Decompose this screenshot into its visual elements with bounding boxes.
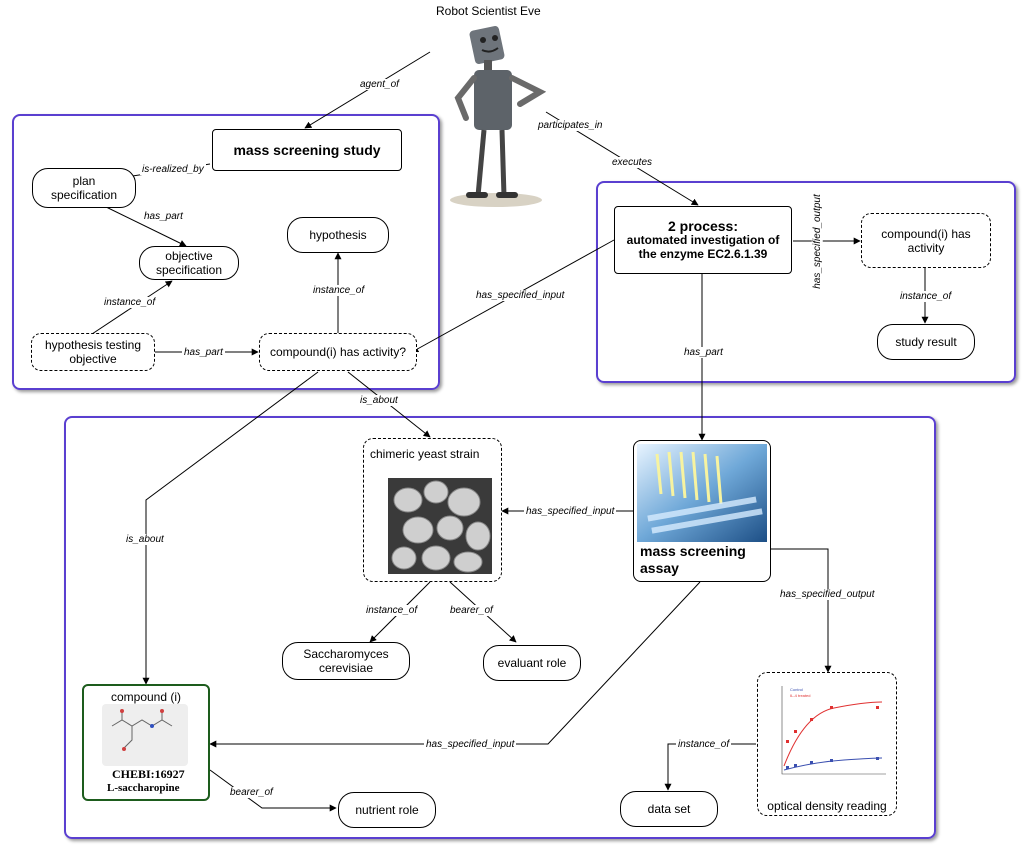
label-is-about-1: is_about bbox=[358, 395, 400, 406]
compound-has-activity-node[interactable]: compound(i) has activity bbox=[861, 213, 991, 268]
chebi-id: CHEBI:16927 bbox=[112, 767, 185, 781]
legend-treated: IL-4 treated bbox=[790, 693, 810, 698]
hypothesis-testing-objective-node[interactable]: hypothesis testing objective bbox=[31, 333, 155, 371]
compound-activity-question-node[interactable]: compound(i) has activity? bbox=[259, 333, 417, 371]
objective-specification-node[interactable]: objective specification bbox=[139, 246, 239, 280]
label-instance-of-2: instance_of bbox=[311, 285, 367, 296]
label-participates-in: participates_in bbox=[536, 120, 605, 131]
label-executes: executes bbox=[610, 157, 655, 168]
process-node[interactable]: 2 process: automated investigation of th… bbox=[614, 206, 792, 274]
chemical-structure-image bbox=[102, 704, 188, 766]
edge-is-about-compound bbox=[142, 371, 319, 685]
label-instance-of-1: instance_of bbox=[102, 297, 158, 308]
process-region bbox=[596, 181, 1016, 383]
label-instance-of-3: instance_of bbox=[898, 291, 954, 302]
saccharomyces-node[interactable]: Saccharomyces cerevisiae bbox=[282, 642, 410, 680]
od-chart-image: Control IL-4 treated bbox=[781, 686, 886, 775]
plan-specification-node[interactable]: plan specification bbox=[32, 168, 136, 208]
hypothesis-node[interactable]: hypothesis bbox=[287, 217, 389, 253]
label-has-specified-output-2: has_specified_output bbox=[778, 589, 877, 600]
edge-has-part-plan bbox=[99, 203, 187, 247]
label-instance-of-4: instance_of bbox=[364, 605, 420, 616]
label-has-specified-output-1: has_specified_output bbox=[811, 192, 823, 291]
assay-lab-image bbox=[637, 444, 767, 542]
study-result-node[interactable]: study result bbox=[877, 324, 975, 360]
study-region bbox=[12, 114, 440, 390]
chebi-name: L-saccharopine bbox=[107, 782, 180, 794]
label-has-part-2: has_part bbox=[182, 347, 225, 358]
optical-density-reading-node[interactable]: optical density reading bbox=[757, 672, 897, 816]
robot-title: Robot Scientist Eve bbox=[436, 4, 541, 18]
evaluant-role-node[interactable]: evaluant role bbox=[483, 645, 581, 681]
label-is-realized-by: is-realized_by bbox=[140, 164, 206, 175]
edge-agent-of bbox=[304, 51, 431, 129]
label-has-part-3: has_part bbox=[682, 347, 725, 358]
robot-icon bbox=[450, 25, 546, 207]
label-agent-of: agent_of bbox=[358, 79, 401, 90]
label-has-part-1: has_part bbox=[142, 211, 185, 222]
yeast-micrograph-image bbox=[388, 478, 492, 574]
label-has-specified-input-3: has_specified_input bbox=[424, 739, 517, 750]
label-instance-of-5: instance_of bbox=[676, 739, 732, 750]
nutrient-role-node[interactable]: nutrient role bbox=[338, 792, 436, 828]
assay-region bbox=[64, 416, 936, 839]
edge-instance-of-data-set bbox=[664, 743, 756, 791]
legend-control: Control bbox=[790, 687, 803, 692]
label-has-specified-input-2: has_specified_input bbox=[524, 506, 617, 517]
label-is-about-2: is_about bbox=[124, 534, 166, 545]
label-has-specified-input-1: has_specified_input bbox=[474, 290, 567, 301]
edge-has-specified-output-od bbox=[770, 548, 832, 673]
mass-screening-study-node[interactable]: mass screening study bbox=[212, 129, 402, 171]
edge-bearer-of-nutrient bbox=[209, 769, 337, 812]
label-bearer-of-1: bearer_of bbox=[448, 605, 495, 616]
label-bearer-of-2: bearer_of bbox=[228, 787, 275, 798]
edge-has-specified-input-compound bbox=[209, 581, 701, 748]
data-set-node[interactable]: data set bbox=[620, 791, 718, 827]
